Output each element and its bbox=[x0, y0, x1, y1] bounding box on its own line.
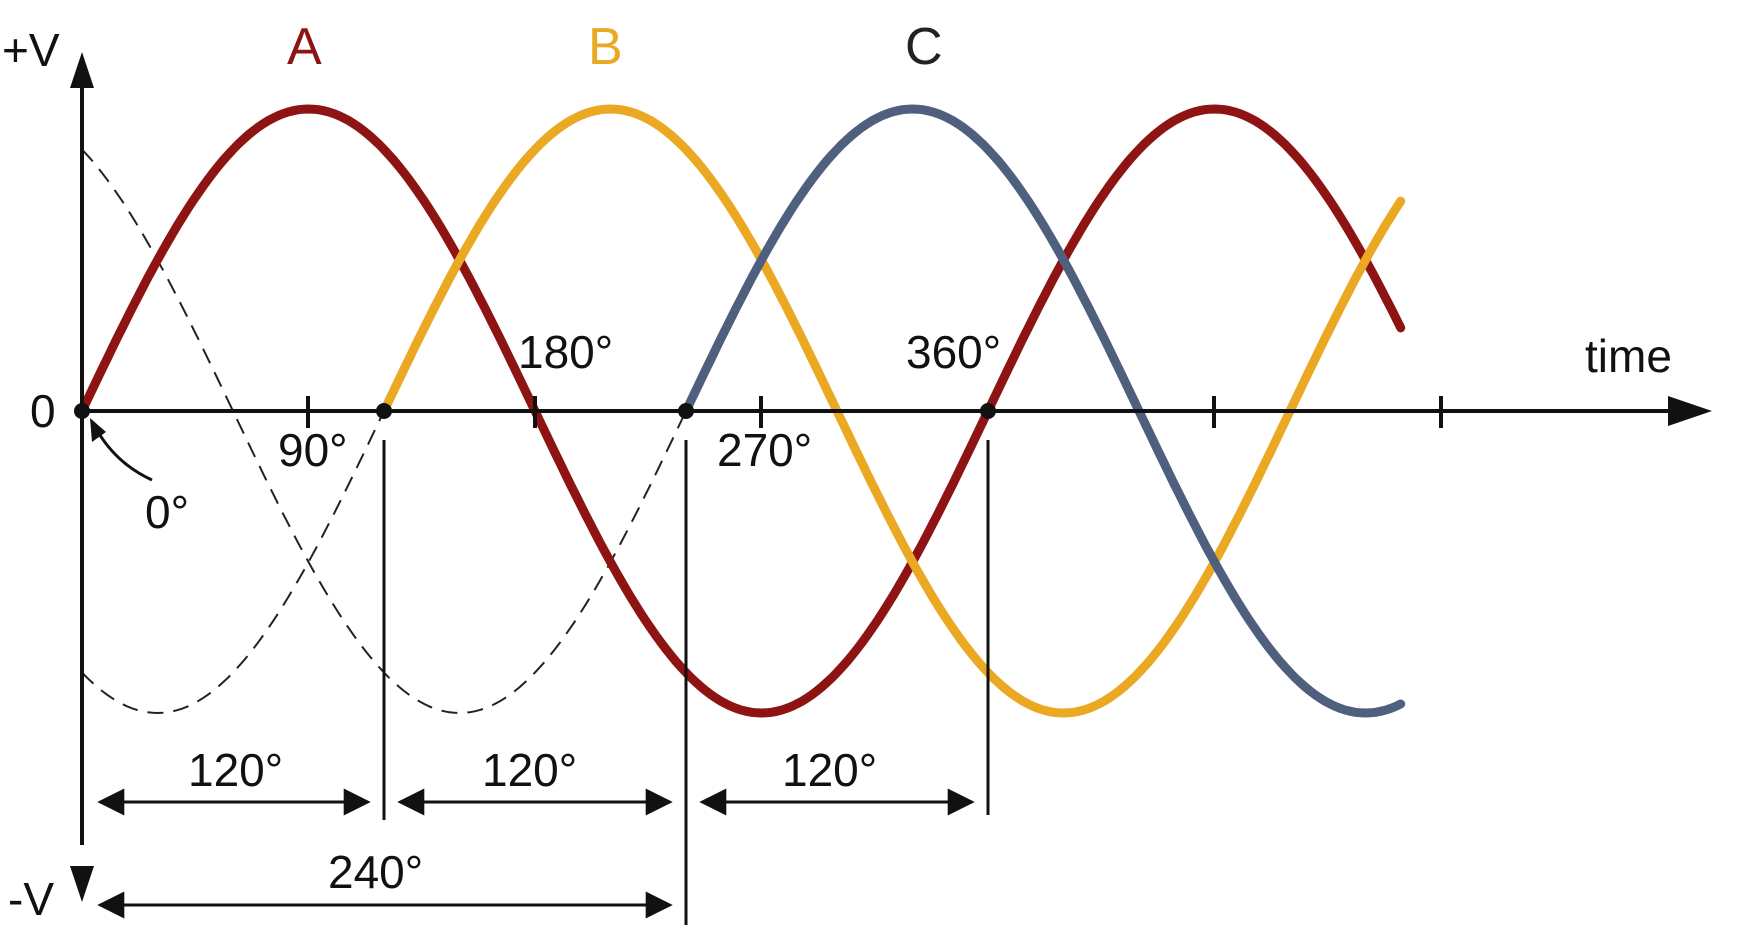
span-arrows bbox=[97, 788, 975, 919]
angle-label-180: 180° bbox=[518, 326, 613, 378]
phase-b-wave bbox=[379, 104, 1406, 718]
x-axis-arrowhead bbox=[1668, 396, 1712, 426]
phase-c-start-dot bbox=[678, 403, 694, 419]
y-axis-top-arrowhead bbox=[70, 52, 94, 88]
phase-c-label: C bbox=[905, 18, 943, 76]
reference-lines bbox=[382, 440, 990, 925]
span-label-third: 120° bbox=[782, 744, 877, 796]
x-axis-label: time bbox=[1585, 330, 1672, 382]
angle-label-270: 270° bbox=[717, 424, 812, 476]
origin-dot bbox=[74, 403, 90, 419]
axes bbox=[70, 52, 1712, 902]
phase-a-label: A bbox=[287, 18, 322, 76]
phase-start-dots bbox=[74, 403, 996, 419]
angle-label-360: 360° bbox=[906, 326, 1001, 378]
span-label-first: 120° bbox=[188, 744, 283, 796]
phase-a-360-dot bbox=[980, 403, 996, 419]
origin-label: 0 bbox=[30, 385, 56, 437]
y-axis-top-label: +V bbox=[2, 24, 60, 76]
phase-waves bbox=[77, 104, 1406, 718]
span-label-second: 120° bbox=[482, 744, 577, 796]
phase-c-wave bbox=[681, 104, 1406, 718]
angle-label-90: 90° bbox=[278, 424, 348, 476]
y-axis-bottom-arrowhead bbox=[70, 866, 94, 902]
phase-b-label: B bbox=[588, 18, 623, 76]
phase-a-wave bbox=[77, 104, 1406, 718]
phase-b-start-dot bbox=[376, 403, 392, 419]
span-label-total: 240° bbox=[328, 846, 423, 898]
angle-label-0: 0° bbox=[145, 486, 189, 538]
zero-degree-pointer-head bbox=[90, 418, 106, 442]
zero-degree-pointer bbox=[96, 431, 153, 482]
y-axis-bottom-label: -V bbox=[8, 873, 54, 925]
dashed-phase-b bbox=[81, 410, 385, 715]
